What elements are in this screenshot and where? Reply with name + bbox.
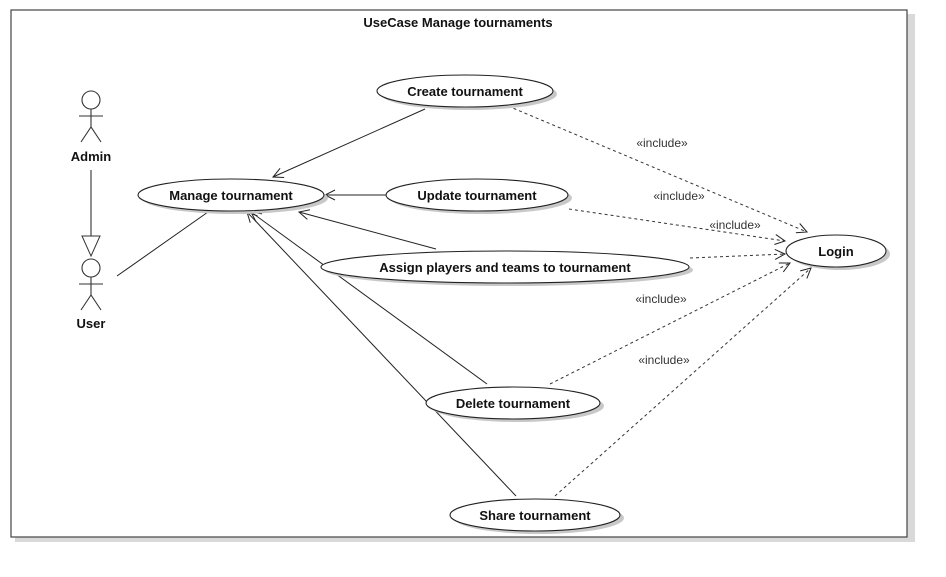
- include-assign-login: [689, 254, 785, 258]
- actor-admin-head: [81, 90, 101, 110]
- use-case-manage-tournament[interactable]: Manage tournament: [137, 178, 328, 214]
- generalization-admin-user: [81, 170, 101, 258]
- actor-admin-label: Admin: [71, 149, 112, 164]
- relation-delete-manage: [251, 212, 488, 385]
- include-update-login: [568, 208, 785, 241]
- use-case-delete-label: Delete tournament: [456, 396, 571, 411]
- use-case-login-label: Login: [818, 244, 853, 259]
- use-case-assign-players-teams[interactable]: Assign players and teams to tournament: [320, 250, 693, 286]
- actor-user[interactable]: User: [77, 258, 106, 331]
- use-case-assign-label: Assign players and teams to tournament: [379, 260, 631, 275]
- use-case-manage-label: Manage tournament: [169, 188, 293, 203]
- use-case-update-tournament[interactable]: Update tournament: [385, 178, 572, 214]
- generalization-arrowhead: [81, 235, 101, 258]
- actor-admin[interactable]: Admin: [71, 90, 112, 164]
- relation-create-manage: [273, 108, 426, 177]
- actor-user-label: User: [77, 316, 106, 331]
- include-delete-login: [549, 263, 790, 385]
- stereotype-create-login: «include»: [636, 136, 688, 150]
- use-case-login[interactable]: Login: [785, 234, 890, 270]
- relation-share-manage: [247, 212, 517, 497]
- relation-assign-manage: [299, 212, 437, 250]
- use-case-update-label: Update tournament: [417, 188, 537, 203]
- stereotype-update-login: «include»: [653, 189, 705, 203]
- use-case-share-tournament[interactable]: Share tournament: [449, 498, 624, 534]
- stereotype-share-login: «include»: [638, 353, 690, 367]
- include-create-login: [507, 105, 807, 232]
- actor-user-head: [81, 258, 101, 278]
- use-case-share-label: Share tournament: [479, 508, 591, 523]
- use-case-create-label: Create tournament: [407, 84, 523, 99]
- stereotype-assign-login: «include»: [709, 218, 761, 232]
- stereotype-delete-login: «include»: [635, 292, 687, 306]
- association-user-manage: [116, 211, 209, 277]
- use-case-delete-tournament[interactable]: Delete tournament: [425, 386, 604, 422]
- use-case-create-tournament[interactable]: Create tournament: [376, 74, 557, 110]
- diagram-title: UseCase Manage tournaments: [363, 15, 552, 30]
